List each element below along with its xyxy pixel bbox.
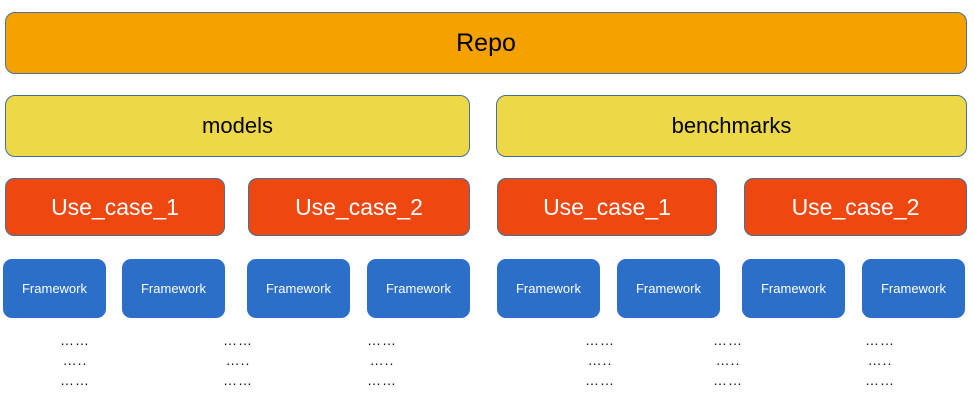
ellipsis-row: ….. xyxy=(715,352,741,368)
node-framework-4[interactable]: Framework xyxy=(367,259,470,318)
ellipsis-group-2: …… ….. …… xyxy=(203,330,273,390)
ellipsis-row: ….. xyxy=(62,352,88,368)
ellipsis-row: ….. xyxy=(867,352,893,368)
node-framework-7-label: Framework xyxy=(760,280,826,296)
node-folder-benchmarks-label: benchmarks xyxy=(671,113,792,139)
ellipsis-row: ….. xyxy=(587,352,613,368)
node-framework-2-label: Framework xyxy=(140,280,206,296)
ellipsis-group-5: …… ….. …… xyxy=(693,330,763,390)
ellipsis-group-6: …… ….. …… xyxy=(845,330,915,390)
node-usecase-models-1-label: Use_case_1 xyxy=(51,193,179,220)
node-framework-8-label: Framework xyxy=(880,280,946,296)
node-usecase-models-1[interactable]: Use_case_1 xyxy=(5,178,225,236)
ellipsis-row: …… xyxy=(223,372,253,388)
ellipsis-row: …… xyxy=(223,332,253,348)
node-usecase-benchmarks-2-label: Use_case_2 xyxy=(791,193,920,220)
ellipsis-row: …… xyxy=(713,332,743,348)
node-framework-8[interactable]: Framework xyxy=(862,259,965,318)
node-framework-6[interactable]: Framework xyxy=(617,259,720,318)
ellipsis-group-3: …… ….. …… xyxy=(347,330,417,390)
ellipsis-group-1: …… ….. …… xyxy=(40,330,110,390)
ellipsis-row: …… xyxy=(60,332,90,348)
node-repo-label: Repo xyxy=(456,28,516,57)
ellipsis-row: …… xyxy=(865,372,895,388)
node-usecase-benchmarks-1[interactable]: Use_case_1 xyxy=(497,178,717,236)
node-framework-7[interactable]: Framework xyxy=(742,259,845,318)
node-framework-5-label: Framework xyxy=(515,280,581,296)
ellipsis-row: …… xyxy=(865,332,895,348)
node-folder-models[interactable]: models xyxy=(5,95,470,157)
node-framework-2[interactable]: Framework xyxy=(122,259,225,318)
node-framework-1[interactable]: Framework xyxy=(3,259,106,318)
ellipsis-row: …… xyxy=(585,372,615,388)
node-folder-benchmarks[interactable]: benchmarks xyxy=(496,95,967,157)
ellipsis-group-4: …… ….. …… xyxy=(565,330,635,390)
node-repo[interactable]: Repo xyxy=(5,12,967,74)
node-usecase-benchmarks-1-label: Use_case_1 xyxy=(543,193,671,220)
ellipsis-row: …… xyxy=(585,332,615,348)
node-framework-3[interactable]: Framework xyxy=(247,259,350,318)
node-usecase-models-2-label: Use_case_2 xyxy=(295,193,423,220)
ellipsis-row: …… xyxy=(367,332,397,348)
node-framework-1-label: Framework xyxy=(21,280,87,296)
ellipsis-row: …… xyxy=(367,372,397,388)
ellipsis-row: ….. xyxy=(225,352,251,368)
node-framework-4-label: Framework xyxy=(385,280,451,296)
ellipsis-row: ….. xyxy=(369,352,395,368)
node-usecase-models-2[interactable]: Use_case_2 xyxy=(248,178,470,236)
node-framework-3-label: Framework xyxy=(265,280,331,296)
ellipsis-row: …… xyxy=(713,372,743,388)
node-folder-models-label: models xyxy=(202,113,273,139)
node-usecase-benchmarks-2[interactable]: Use_case_2 xyxy=(744,178,967,236)
node-framework-6-label: Framework xyxy=(635,280,701,296)
node-framework-5[interactable]: Framework xyxy=(497,259,600,318)
ellipsis-row: …… xyxy=(60,372,90,388)
